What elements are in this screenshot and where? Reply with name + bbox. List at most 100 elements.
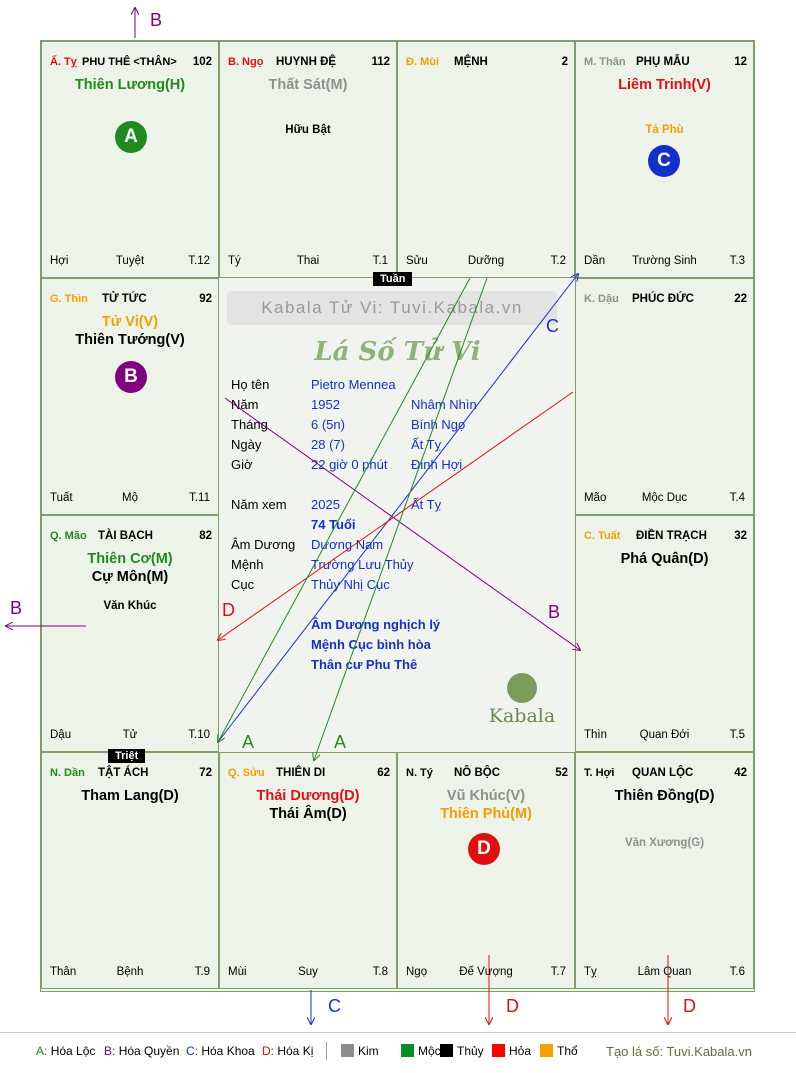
palace-branch: M. Thân <box>584 56 626 68</box>
arrow-label: A <box>334 732 347 752</box>
age-value: 74 Tuổi <box>311 517 356 532</box>
footer-stage: Suy <box>298 966 318 978</box>
footer-left: Mão <box>584 492 607 504</box>
legend-transform-item: B: Hóa Quyền <box>104 1044 179 1058</box>
year-view-value: 2025 <box>311 497 340 512</box>
info-label: Mệnh <box>231 557 264 572</box>
footer-age: T.9 <box>194 966 210 978</box>
palace-name: PHỤ MẪU <box>636 56 690 68</box>
minor-star: Văn Xương(G) <box>624 837 705 849</box>
palace-number: 92 <box>199 293 212 305</box>
palace-name: MỆNH <box>454 56 488 68</box>
site-credit[interactable]: Tạo lá số: Tuvi.Kabala.vn <box>606 1044 752 1059</box>
info-value: 28 (7) <box>311 437 345 452</box>
major-star: Thái Dương(D) <box>256 788 360 804</box>
info-label: Họ tên <box>231 377 270 392</box>
major-star: Thái Âm(D) <box>269 806 347 822</box>
major-star: Thiên Đồng(D) <box>614 788 715 804</box>
palace-branch: N. Tý <box>406 767 433 779</box>
footer-left: Tý <box>228 255 241 267</box>
footer-stage: Lâm Quan <box>637 966 692 978</box>
major-star: Thiên Phủ(M) <box>440 806 532 822</box>
footer-stage: Trường Sinh <box>632 255 697 267</box>
arrow-label: B <box>548 602 561 622</box>
footer-age: T.3 <box>729 255 745 267</box>
palace-branch: K. Dậu <box>584 293 619 305</box>
palace-name: NÔ BỘC <box>454 767 500 779</box>
footer-stage: Dưỡng <box>467 255 505 267</box>
legend-transform-item: A: Hóa Lộc <box>36 1044 95 1058</box>
footer-age: T.11 <box>189 492 210 504</box>
element-swatch <box>540 1044 553 1057</box>
minor-star: Hữu Bật <box>285 124 331 136</box>
info-value: 6 (5n) <box>311 417 345 432</box>
transform-arrow-green <box>218 277 471 742</box>
palace-number: 32 <box>734 530 747 542</box>
palace-number: 72 <box>199 767 212 779</box>
major-star: Thiên Lương(H) <box>74 77 186 93</box>
info-value: Trường Lưu Thủy <box>311 557 414 572</box>
palace-number: 102 <box>192 56 212 68</box>
major-star: Vũ Khúc(V) <box>446 788 526 804</box>
footer-stage: Thai <box>296 255 320 267</box>
footer-age: T.4 <box>729 492 745 504</box>
major-stars: Thất Sát(M) <box>220 76 396 94</box>
palace-name: TỬ TỨC <box>102 293 147 305</box>
transform-badge: B <box>115 361 147 393</box>
transform-arrow-purple <box>224 397 580 650</box>
element-swatch <box>341 1044 354 1057</box>
major-stars: Tham Lang(D) <box>42 787 218 805</box>
footer-stage: Bệnh <box>116 966 144 978</box>
logo-text: Kabala <box>488 705 556 727</box>
palace-branch: Ấ. Tỵ <box>50 56 77 68</box>
footer-left: Ngọ <box>406 966 428 978</box>
major-stars: Thiên Cơ(M)Cự Môn(M) <box>42 550 218 586</box>
footer-left: Tuất <box>50 492 73 504</box>
palace-number: 62 <box>377 767 390 779</box>
element-swatch <box>401 1044 414 1057</box>
palace-number: 82 <box>199 530 212 542</box>
arrow-label: B <box>150 10 163 30</box>
footer-stage: Tử <box>122 729 138 741</box>
footer-left: Dậu <box>50 729 72 741</box>
center-info-panel: Kabala Tử Vi: Tuvi.Kabala.vn Lá Số Tử Vi… <box>219 277 576 753</box>
transform-badge: C <box>648 145 680 177</box>
info-label: Ngày <box>231 437 262 452</box>
palace-number: 22 <box>734 293 747 305</box>
palace-name: PHU THÊ <THÂN> <box>82 56 177 68</box>
major-stars: Liêm Trinh(V) <box>576 76 753 94</box>
legend-element-item: Kim <box>341 1044 379 1058</box>
footer-left: Mùi <box>228 966 247 978</box>
footer-age: T.12 <box>188 255 210 267</box>
transform-badge: A <box>115 121 147 153</box>
element-swatch <box>492 1044 505 1057</box>
legend-element-label: Kim <box>358 1044 379 1058</box>
legend-key: A: <box>36 1044 48 1058</box>
palace-branch: Q. Sửu <box>228 767 265 779</box>
legend-element-item: Hỏa <box>492 1044 531 1058</box>
arrow-label: D <box>222 600 235 620</box>
summary-note: Âm Dương nghịch lý <box>311 617 441 632</box>
